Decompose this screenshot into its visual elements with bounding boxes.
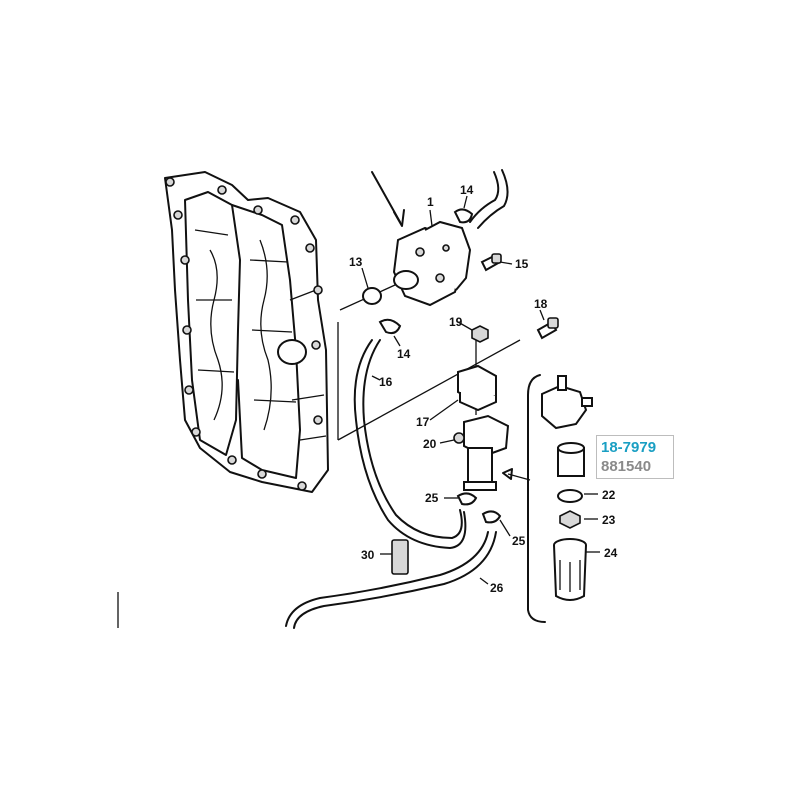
o-ring-13 bbox=[362, 287, 382, 305]
fuel-hose-26 bbox=[285, 531, 489, 627]
sleeve-30 bbox=[391, 539, 409, 575]
cylinder-head-block bbox=[164, 171, 329, 493]
callout-22: 22 bbox=[602, 488, 616, 502]
callout-13: 13 bbox=[349, 255, 363, 269]
callout-23: 23 bbox=[602, 513, 616, 527]
callout-18: 18 bbox=[534, 297, 548, 311]
leader-lines bbox=[337, 171, 546, 623]
filter-detail-group bbox=[541, 375, 593, 601]
screw-15 bbox=[480, 253, 502, 272]
fuel-pump bbox=[392, 220, 472, 307]
bracket-17 bbox=[457, 364, 497, 412]
fuel-hose-16 bbox=[353, 339, 467, 549]
bolt-18 bbox=[536, 317, 559, 340]
part-number-secondary: 881540 bbox=[601, 458, 652, 475]
callout-25-right: 25 bbox=[512, 534, 526, 548]
clamp-25-right bbox=[481, 510, 502, 524]
fuel-hose-26-edge bbox=[293, 531, 497, 629]
fuel-hose-16-edge bbox=[362, 339, 463, 539]
callout-16: 16 bbox=[379, 375, 393, 389]
clamp-25-left bbox=[456, 492, 478, 506]
callout-14-top: 14 bbox=[460, 183, 474, 197]
hose-clamp-14 bbox=[378, 318, 402, 335]
nut-19 bbox=[471, 325, 489, 343]
callout-15: 15 bbox=[515, 257, 529, 271]
hose-clamp-top bbox=[453, 169, 509, 229]
callout-19: 19 bbox=[449, 315, 463, 329]
callout-14-lower: 14 bbox=[397, 347, 411, 361]
callout-24: 24 bbox=[604, 546, 618, 560]
callout-leaders bbox=[361, 195, 600, 585]
callout-30: 30 bbox=[361, 548, 375, 562]
callout-20: 20 bbox=[423, 437, 437, 451]
callout-25-left: 25 bbox=[425, 491, 439, 505]
part-number-primary[interactable]: 18-7979 bbox=[601, 439, 657, 456]
part-number-box: 18-7979 881540 bbox=[596, 435, 674, 479]
callout-17: 17 bbox=[416, 415, 430, 429]
callout-1: 1 bbox=[427, 195, 434, 209]
fuel-filter-20 bbox=[453, 414, 510, 491]
callout-26: 26 bbox=[490, 581, 504, 595]
